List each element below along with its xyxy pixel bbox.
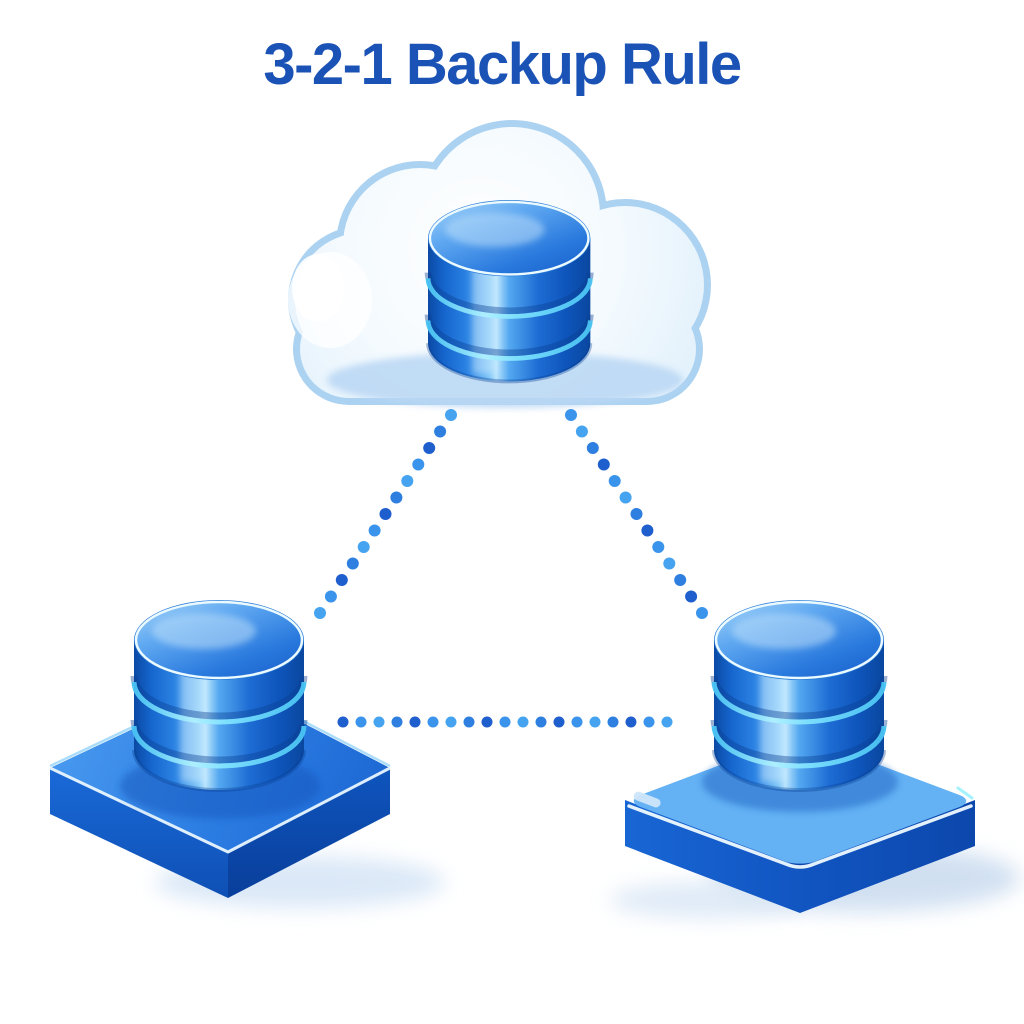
drive-slot-indicator xyxy=(633,791,661,808)
connector-dot xyxy=(535,716,547,728)
connector-dot xyxy=(625,716,637,728)
connector-dot xyxy=(630,508,643,520)
connector-dot xyxy=(565,409,577,421)
external-database-icon xyxy=(714,600,884,790)
connector-dot xyxy=(643,716,655,728)
cloud-database-icon xyxy=(428,200,590,381)
connector-dot xyxy=(427,716,439,728)
connector-dot xyxy=(589,716,601,728)
connector-dot xyxy=(391,716,403,728)
connector-dot xyxy=(481,716,493,728)
local-database-icon xyxy=(134,600,304,790)
connector-dot xyxy=(619,491,632,504)
connector-dotted-right xyxy=(565,409,708,619)
right-storage-unit xyxy=(610,600,1020,918)
connector-dot xyxy=(357,541,370,553)
connector-dot xyxy=(499,716,511,728)
connector-dot xyxy=(517,716,529,728)
connector-dot xyxy=(314,607,326,619)
connector-dot xyxy=(434,425,447,438)
connector-dotted-bottom xyxy=(337,716,673,728)
connector-dot xyxy=(355,716,367,728)
connector-dot xyxy=(608,475,621,487)
external-drive-platform xyxy=(625,738,975,913)
connector-dot xyxy=(586,442,599,454)
connector-dot xyxy=(335,574,348,586)
connector-dot xyxy=(390,491,403,504)
connector-dot xyxy=(674,574,687,586)
page-title: 3-2-1 Backup Rule xyxy=(263,32,742,97)
connector-dot xyxy=(571,716,583,728)
connector-dot xyxy=(373,716,385,728)
connector-dot xyxy=(401,475,414,487)
connector-dot xyxy=(324,590,337,603)
connector-dot xyxy=(423,442,436,454)
connector-dot xyxy=(597,458,610,471)
connector-dot xyxy=(368,524,381,537)
connector-dot xyxy=(696,607,708,619)
connector-dot xyxy=(641,524,654,537)
connector-dotted-left xyxy=(314,409,457,619)
connector-dot xyxy=(337,716,349,728)
connector-dot xyxy=(607,716,619,728)
connector-dot xyxy=(685,590,698,603)
connector-dot xyxy=(379,508,392,520)
connector-dot xyxy=(463,716,475,728)
connector-dot xyxy=(346,557,359,570)
connector-dot xyxy=(409,716,421,728)
connector-dot xyxy=(553,716,565,728)
connector-dot xyxy=(445,409,457,421)
connector-dot xyxy=(661,716,673,728)
connector-dot xyxy=(663,557,676,570)
connector-dot xyxy=(445,716,457,728)
connector-dot xyxy=(652,541,665,553)
connector-dot xyxy=(412,458,425,471)
left-storage-unit xyxy=(49,600,445,908)
connector-dot xyxy=(575,425,588,438)
